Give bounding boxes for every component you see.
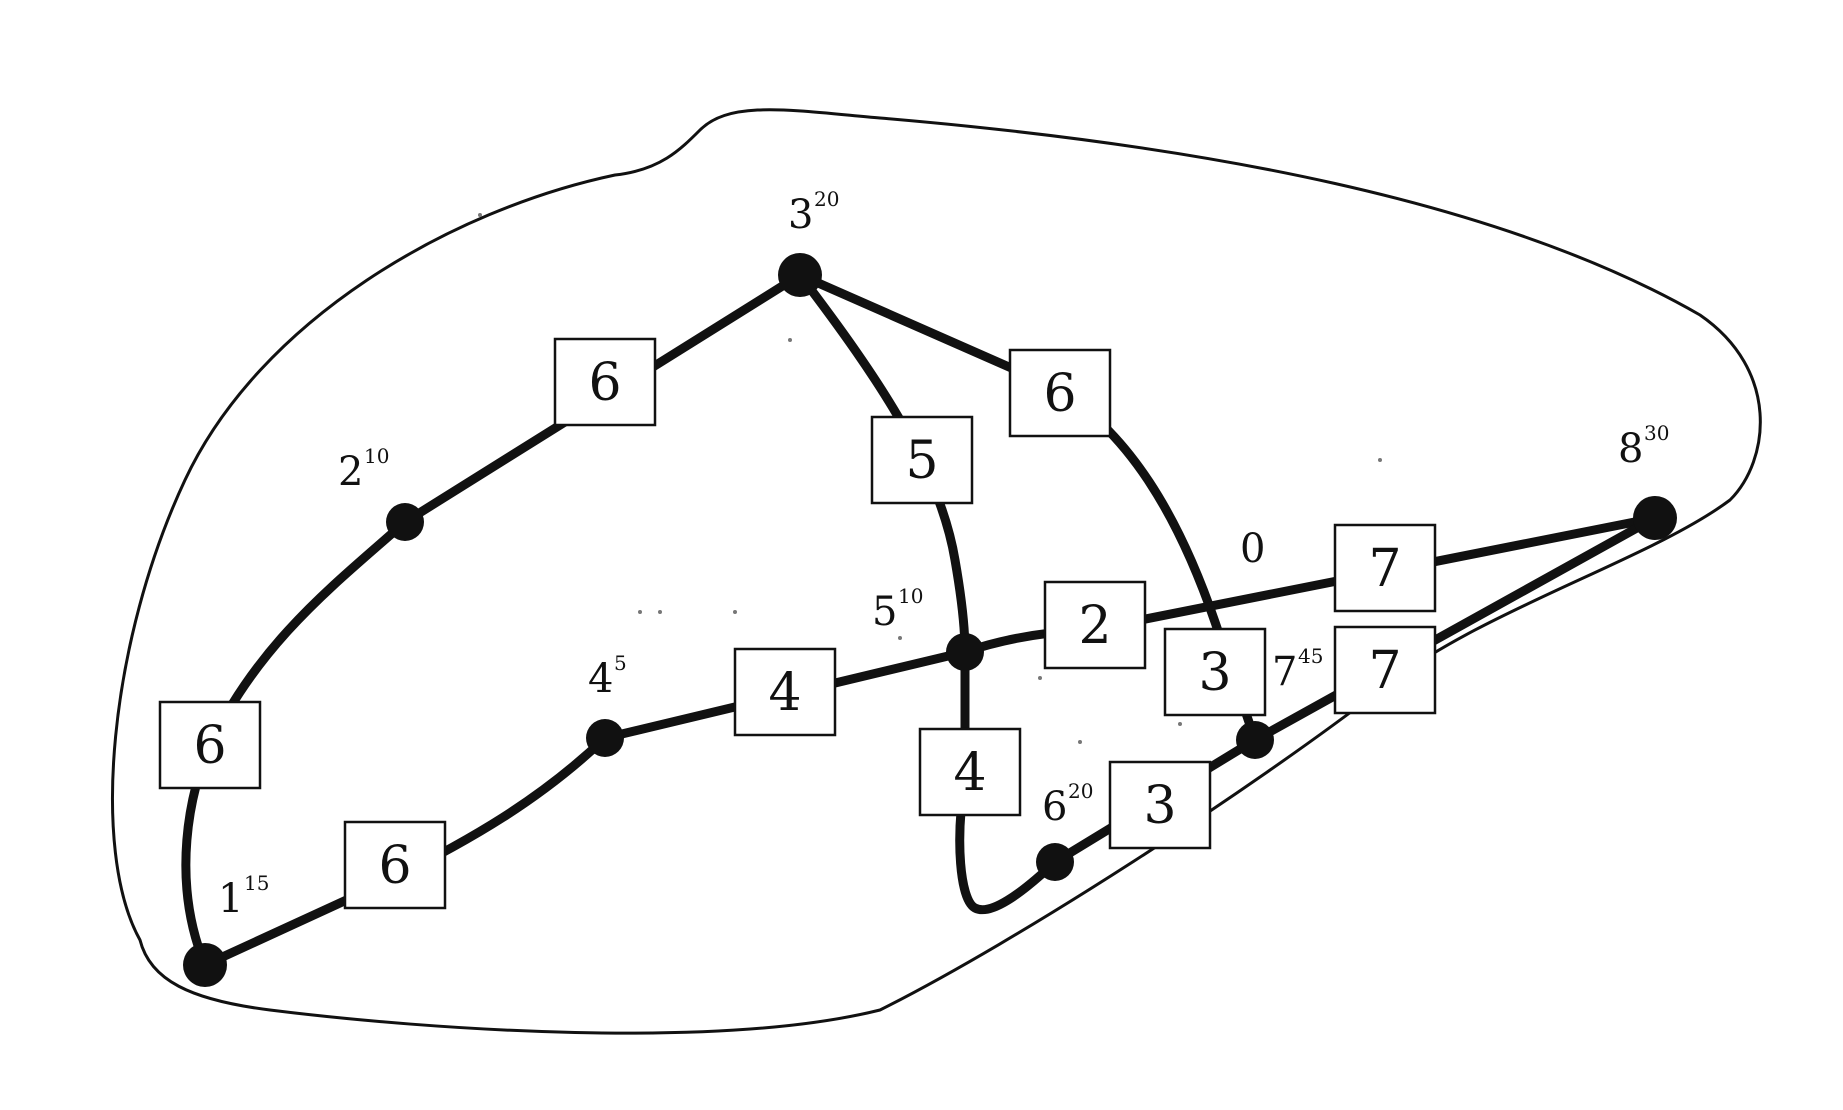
- node-7: [1236, 721, 1274, 759]
- weight-label-e1-2: 6: [193, 716, 226, 776]
- node-time-2: 10: [364, 444, 389, 468]
- scan-speck: [1038, 676, 1042, 680]
- scan-speck: [478, 213, 482, 217]
- edge-7-8: [1250, 513, 1660, 745]
- node-time-7: 45: [1298, 644, 1323, 668]
- scan-speck: [658, 610, 662, 614]
- weight-label-e3-7: 6: [1043, 364, 1076, 424]
- weight-label-e1-4: 6: [378, 836, 411, 896]
- weight-label-e4-5: 4: [768, 663, 801, 723]
- weight-box-e1-4: [343, 820, 447, 910]
- weight-box-e1-2: [158, 700, 262, 790]
- node-label-7: 7: [1272, 649, 1297, 695]
- node-label-8: 8: [1618, 426, 1643, 472]
- weight-box-e5-7: [1163, 627, 1267, 717]
- edge-5-6: [955, 647, 1060, 915]
- node-1: [183, 943, 227, 987]
- node-label-6: 6: [1042, 784, 1067, 830]
- weight-box-e7-8: [1333, 625, 1437, 715]
- scan-speck: [788, 338, 792, 342]
- weight-box-e3-7: [1008, 348, 1112, 438]
- node-time-4: 5: [614, 651, 627, 675]
- boundary-outline: [111, 108, 1762, 1035]
- node-4: [586, 719, 624, 757]
- scan-speck: [1378, 458, 1382, 462]
- weight-box-e3-5: [870, 415, 974, 505]
- node-label-1: 1: [218, 876, 243, 922]
- weight-label-e7-8: 7: [1368, 641, 1401, 701]
- scan-speck: [733, 610, 737, 614]
- weight-label-e5-8: 2: [1078, 596, 1111, 656]
- weight-label-e5-7: 3: [1198, 643, 1231, 703]
- weight-box-e4-5: [733, 647, 837, 737]
- weight-box-e5-8b: [1333, 523, 1437, 613]
- weight-label-e3-5: 5: [905, 431, 938, 491]
- node-5: [946, 633, 984, 671]
- weight-box-e5-8: [1043, 580, 1147, 670]
- scan-speck: [1178, 722, 1182, 726]
- scan-speck: [1078, 740, 1082, 744]
- weight-label-e6-7: 3: [1143, 776, 1176, 836]
- node-time-6: 20: [1068, 779, 1093, 803]
- node-time-3: 20: [814, 187, 839, 211]
- node-time-1: 15: [244, 871, 269, 895]
- edge-3-5: [795, 270, 970, 657]
- weight-label-e5-6: 4: [953, 743, 986, 803]
- weight-label-e2-3: 6: [588, 353, 621, 413]
- node-6: [1036, 843, 1074, 881]
- scan-speck: [638, 610, 642, 614]
- node-label-4: 4: [588, 656, 613, 702]
- weight-box-e6-7: [1108, 760, 1212, 850]
- node-time-8: 30: [1644, 421, 1669, 445]
- node-8: [1633, 496, 1677, 540]
- node-3: [778, 253, 822, 297]
- node-2: [386, 503, 424, 541]
- scan-speck: [898, 636, 902, 640]
- node-label-2: 2: [338, 449, 363, 495]
- node-time-5: 10: [898, 584, 923, 608]
- weight-label-e5-8b: 7: [1368, 539, 1401, 599]
- annotation-zero: 0: [1240, 526, 1265, 572]
- node-label-5: 5: [872, 589, 897, 635]
- node-label-3: 3: [788, 192, 813, 238]
- weight-box-e5-6: [918, 727, 1022, 817]
- weight-box-e2-3: [553, 337, 657, 427]
